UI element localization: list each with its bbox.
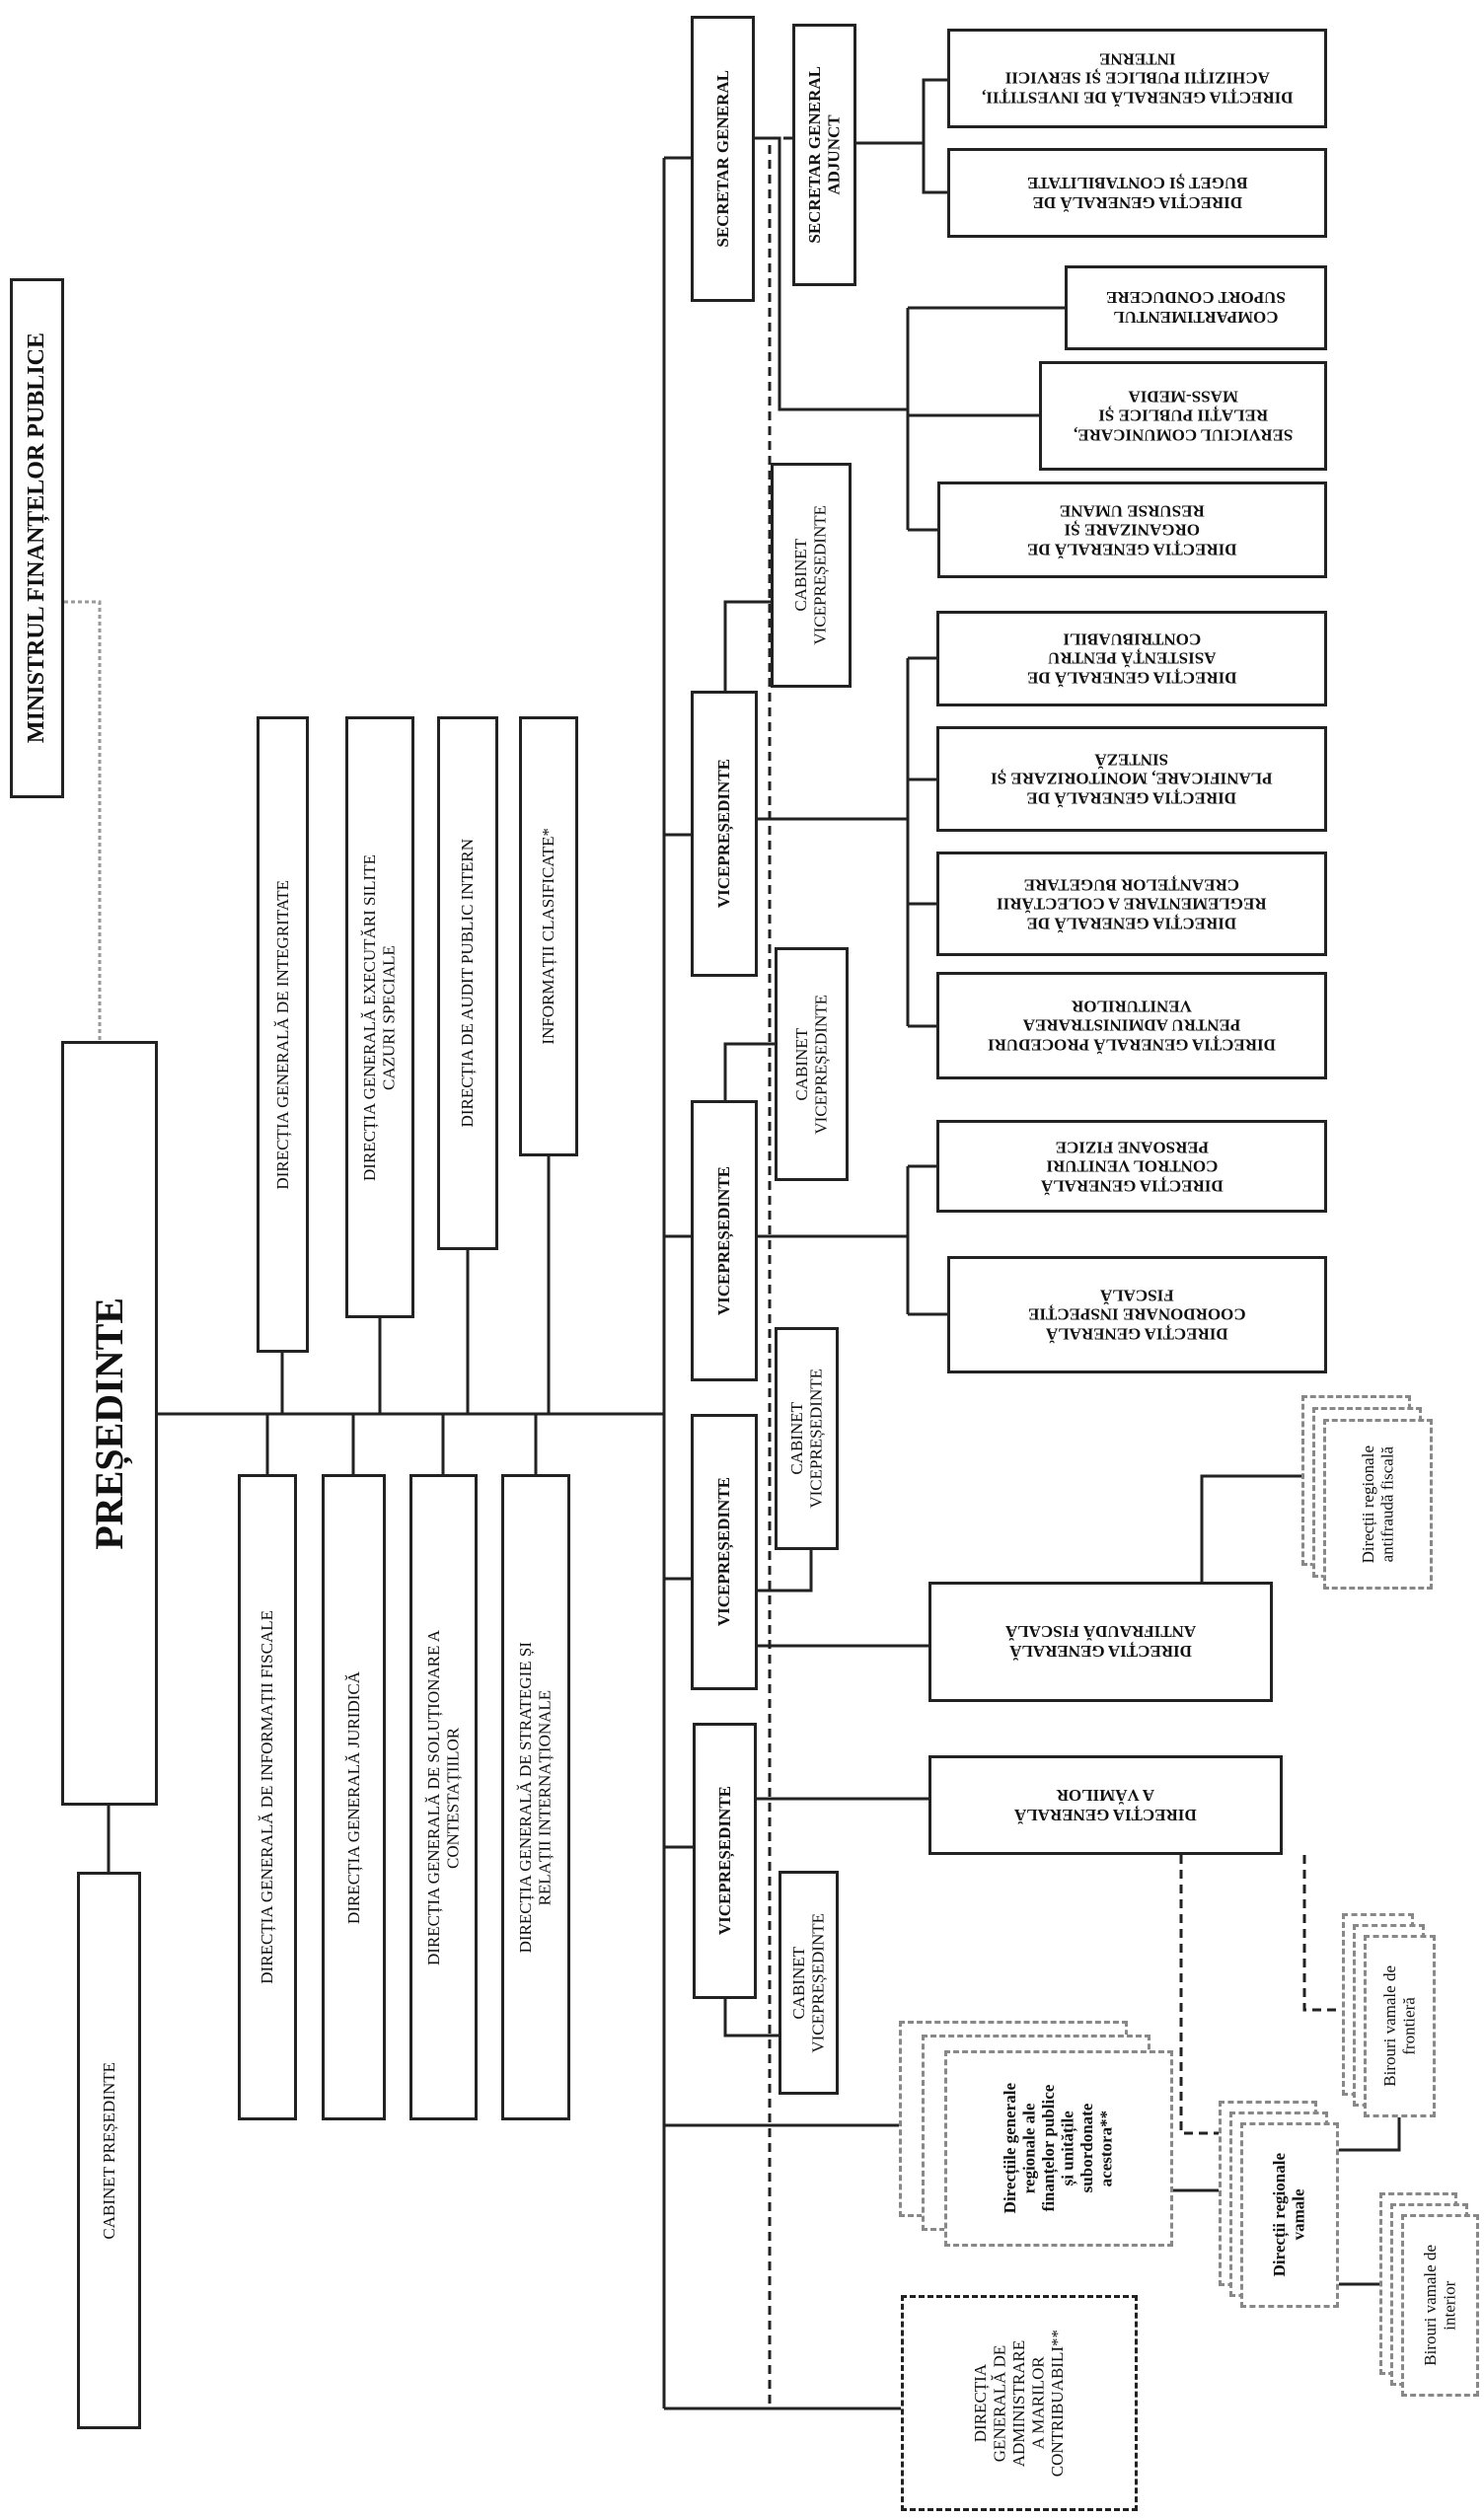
dashed-connector [1302, 1855, 1342, 2012]
unit-planning: DIRECȚIA GENERALĂ DE PLANIFICARE, MONITO… [936, 726, 1327, 832]
vice-president-4: VICEPREȘEDINTE [693, 1723, 757, 1999]
unit-individual-revenue-control: DIRECȚIA GENERALĂ CONTROL VENITURI PERSO… [936, 1120, 1327, 1213]
unit-legal: DIRECȚIA GENERALĂ JURIDICĂ [322, 1474, 386, 2120]
connector [1200, 1474, 1302, 1582]
president-cabinet-box: CABINET PREȘEDINTE [77, 1872, 141, 2429]
regional-public-finance-box: Direcțiile generale regionale ale finanț… [944, 2050, 1173, 2247]
connector [723, 600, 771, 691]
unit-classified-info: INFORMAȚII CLASIFICATE* [519, 716, 578, 1156]
unit-tax-inspection: DIRECȚIA GENERALĂ COORDONARE INSPECȚIE F… [947, 1256, 1327, 1373]
connector [758, 1550, 813, 1593]
unit-taxpayer-assistance: DIRECȚIA GENERALĂ DE ASISTENȚĂ PENTRU CO… [936, 611, 1327, 706]
large-taxpayers-box: DIRECȚIA GENERALĂ DE ADMINISTRARE A MARI… [901, 2295, 1138, 2511]
unit-management-support: COMPARTIMENTUL SUPORT CONDUCERE [1065, 265, 1327, 350]
unit-enforcement: DIRECȚIA GENERALĂ EXECUTĂRI SILITE CAZUR… [345, 716, 414, 1318]
connector [723, 1042, 775, 1100]
unit-internal-audit: DIRECȚIA DE AUDIT PUBLIC INTERN [437, 716, 498, 1250]
unit-revenue-procedures: DIRECȚIA GENERALĂ PROCEDURI PENTRU ADMIN… [936, 972, 1327, 1079]
unit-communication: SERVICIUL COMUNICARE, RELAȚII PUBLICE ȘI… [1039, 361, 1327, 471]
president-box: PREȘEDINTE [61, 1041, 158, 1806]
connector [64, 600, 102, 1041]
vice-president-3: VICEPREȘEDINTE [691, 1414, 758, 1690]
vp-cabinet-4: CABINET VICEPREȘEDINTE [779, 1871, 839, 2095]
vp-cabinet-3: CABINET VICEPREȘEDINTE [775, 1327, 839, 1550]
connector [723, 1999, 779, 2037]
secretary-general-box: SECRETAR GENERAL [691, 16, 755, 302]
unit-integrity: DIRECȚIA GENERALĂ DE INTEGRITATE [257, 716, 309, 1353]
vice-president-1: VICEPREȘEDINTE [691, 691, 758, 977]
unit-budget: DIRECȚIA GENERALĂ DE BUGET ȘI CONTABILIT… [947, 148, 1327, 238]
connector [755, 136, 908, 411]
dashed-connector [1179, 1855, 1219, 2135]
ministry-box: MINISTRUL FINANȚELOR PUBLICE [10, 278, 64, 798]
unit-strategy: DIRECȚIA GENERALĂ DE STRATEGIE ȘI RELAȚI… [501, 1474, 570, 2120]
inland-customs-offices-box: Birouri vamale de interior [1401, 2214, 1479, 2397]
unit-antifraud: DIRECȚIA GENERALĂ ANTIFRAUDĂ FISCALĂ [928, 1582, 1273, 1702]
regional-customs-box: Direcții regionale vamale [1240, 2122, 1339, 2308]
deputy-secretary-general-box: SECRETAR GENERAL ADJUNCT [792, 24, 856, 286]
unit-hr: DIRECȚIA GENERALĂ DE ORGANIZARE ȘI RESUR… [937, 482, 1327, 578]
unit-fiscal-info: DIRECȚIA GENERALĂ DE INFORMAȚII FISCALE [238, 1474, 297, 2120]
connector [922, 78, 947, 194]
border-customs-offices-box: Birouri vamale de frontieră [1364, 1935, 1436, 2117]
regional-antifraud-box: Direcții regionale antifraudă fiscală [1323, 1419, 1433, 1590]
vp-cabinet-2: CABINET VICEPREȘEDINTE [775, 947, 849, 1181]
unit-customs: DIRECȚIA GENERALĂ A VĂMILOR [928, 1755, 1283, 1855]
unit-collection-regulation: DIRECȚIA GENERALĂ DE REGLEMENTARE A COLE… [936, 852, 1327, 956]
connector [1339, 2117, 1401, 2152]
unit-appeals: DIRECȚIA GENERALĂ DE SOLUȚIONARE A CONTE… [409, 1474, 478, 2120]
unit-investments: DIRECȚIA GENERALĂ DE INVESTIȚII, ACHIZIȚ… [947, 29, 1327, 128]
vice-president-2: VICEPREȘEDINTE [691, 1100, 758, 1381]
vp-cabinet-1: CABINET VICEPREȘEDINTE [771, 463, 852, 688]
